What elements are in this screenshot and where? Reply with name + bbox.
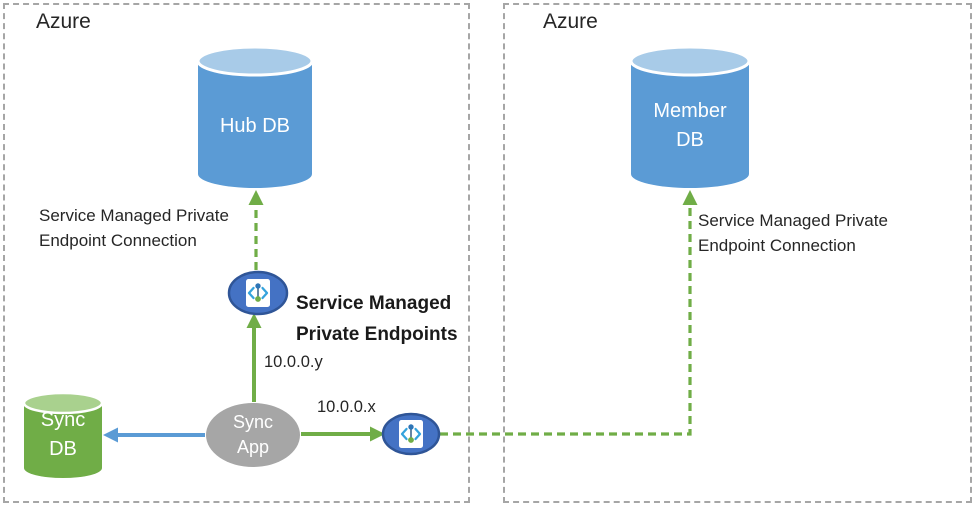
- hub-connection-caption-line2: Endpoint Connection: [39, 231, 197, 250]
- member-connection-caption: Service Managed Private Endpoint Connect…: [698, 208, 888, 258]
- hub-connection-caption-line1: Service Managed Private: [39, 206, 229, 225]
- arrowhead: [248, 190, 264, 205]
- ip-label-right: 10.0.0.x: [317, 398, 376, 416]
- member-connection-caption-line1: Service Managed Private: [698, 211, 888, 230]
- member-connection-caption-line2: Endpoint Connection: [698, 236, 856, 255]
- connector-syncapp-to-endpoint-right: [301, 426, 385, 442]
- azure-label-right: Azure: [543, 10, 598, 33]
- sync-app-label-line2: App: [236, 437, 270, 457]
- connector-endpoint-to-hubdb: [248, 190, 264, 270]
- connector-syncapp-to-endpoint-upper: [246, 313, 262, 402]
- private-endpoint-right: [381, 412, 441, 456]
- arrowhead: [682, 190, 698, 205]
- arrowhead: [246, 313, 262, 328]
- member-db-label-line1: Member: [653, 100, 727, 122]
- private-endpoints-title-line1: Service Managed: [296, 293, 452, 314]
- member-db-label: Member DB: [631, 97, 749, 155]
- sync-app-label: Sync App: [207, 410, 299, 460]
- sync-db-label-line2: DB: [49, 438, 77, 460]
- ip-label-up: 10.0.0.y: [264, 353, 323, 371]
- hub-db-cylinder: [196, 45, 314, 188]
- private-endpoint-icon: [244, 277, 272, 309]
- sync-db-cylinder: [22, 391, 104, 478]
- sync-db-label: Sync DB: [24, 406, 102, 464]
- connector-endpoint-to-memberdb: [440, 190, 698, 436]
- sync-app-label-line1: Sync: [232, 412, 274, 432]
- azure-label-left: Azure: [36, 10, 91, 33]
- private-endpoint-icon: [397, 418, 425, 450]
- sync-app-ellipse: [206, 403, 300, 467]
- azure-box-left: [3, 3, 470, 503]
- connector-syncapp-to-syncdb: [103, 427, 205, 443]
- member-db-cylinder: [629, 45, 751, 188]
- member-db-label-line2: DB: [676, 129, 704, 151]
- hub-connection-caption: Service Managed Private Endpoint Connect…: [39, 203, 229, 253]
- arrowhead: [370, 426, 385, 442]
- private-endpoint-upper: [227, 270, 289, 316]
- sync-db-label-line1: Sync: [40, 409, 86, 431]
- private-endpoints-title-line2: Private Endpoints: [296, 324, 458, 345]
- hub-db-label: Hub DB: [219, 115, 291, 137]
- azure-box-right: [503, 3, 972, 503]
- arrowhead: [103, 427, 118, 443]
- private-endpoints-title: Service Managed Private Endpoints: [296, 288, 458, 350]
